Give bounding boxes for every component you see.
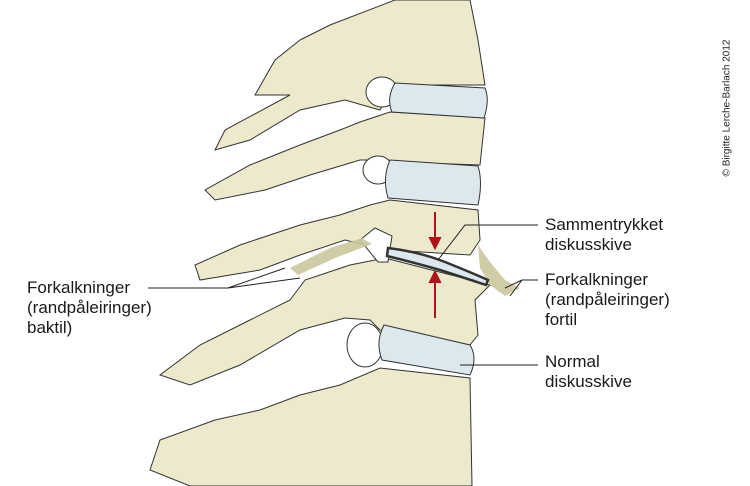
label-line: Forkalkninger: [545, 270, 648, 289]
vertebra-4: [158, 257, 491, 386]
vertebra-5: [149, 367, 473, 486]
compressed-disc: [385, 246, 490, 287]
label-line: (randpåleiringer): [27, 298, 152, 317]
label-line: Sammentrykket: [545, 215, 664, 234]
vertebra-1: [214, 0, 486, 151]
label-calcification-back: Forkalkninger (randpåleiringer) baktil): [27, 278, 152, 338]
label-compressed-disc: Sammentrykket diskusskive: [545, 215, 663, 255]
label-line: (randpåleiringer): [545, 290, 670, 309]
normal-disc-4: [378, 324, 475, 376]
label-line: Forkalkninger: [27, 278, 130, 297]
calcification-front: [478, 245, 520, 296]
arrow-down-icon: [428, 237, 442, 251]
label-normal-disc: Normal diskusskive: [545, 352, 632, 392]
label-calcification-front: Forkalkninger (randpåleiringer) fortil: [545, 270, 670, 330]
label-line: Normal: [545, 352, 600, 371]
label-line: diskusskive: [545, 235, 632, 254]
arrow-up-icon: [428, 269, 442, 283]
vertebra-3: [194, 199, 481, 281]
label-line: diskusskive: [545, 372, 632, 391]
label-line: fortil: [545, 310, 578, 329]
normal-disc-1: [389, 82, 488, 119]
normal-disc-2: [384, 159, 481, 206]
copyright: © Birgitte Lerche-Barlach 2012: [721, 39, 733, 177]
calcification-back: [290, 238, 372, 275]
label-line: baktil): [27, 318, 73, 337]
